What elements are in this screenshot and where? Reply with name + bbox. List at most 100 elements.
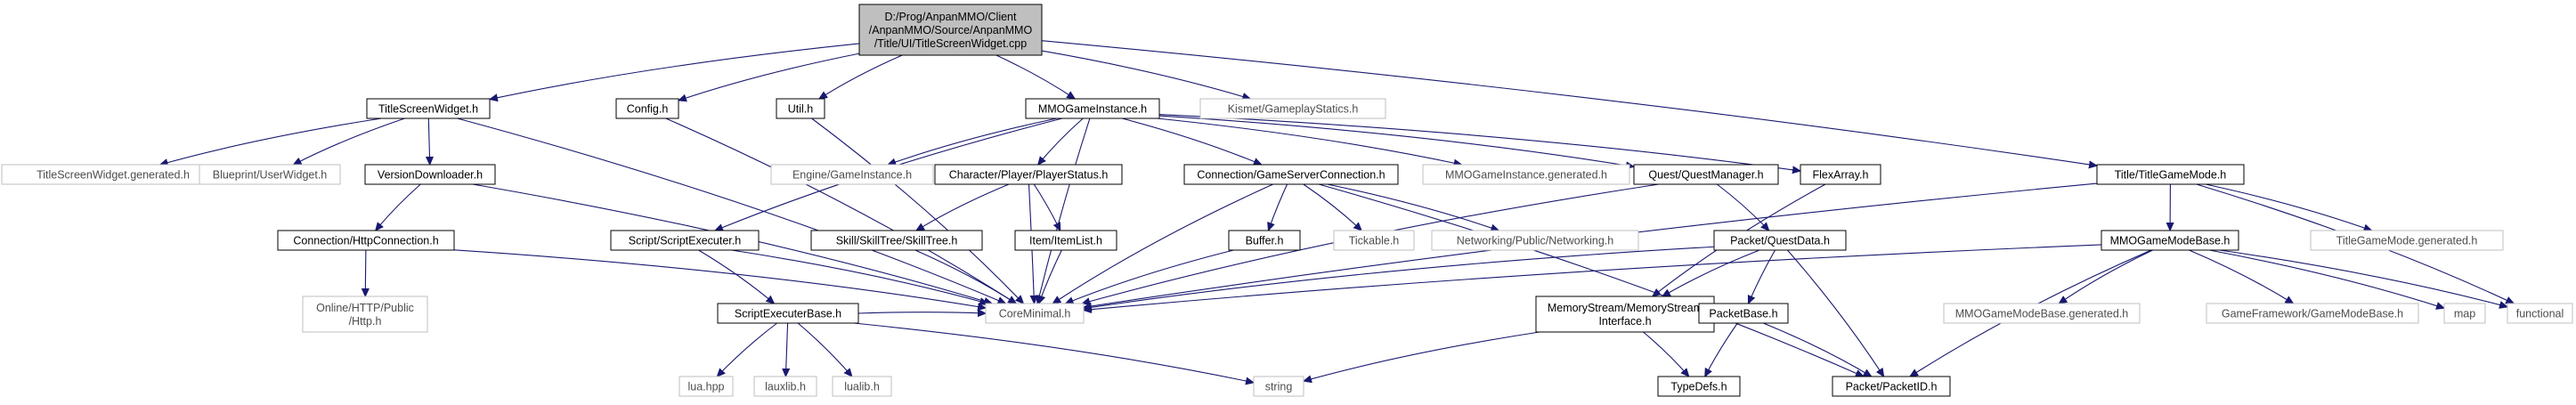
node-label: Title/TitleGameMode.h bbox=[2115, 169, 2227, 182]
node-questdata-h[interactable]: Packet/QuestData.h bbox=[1713, 230, 1847, 251]
node-flexarray-h[interactable]: FlexArray.h bbox=[1800, 164, 1881, 185]
node-box bbox=[2096, 164, 2245, 185]
node-packetid-h[interactable]: Packet/PacketID.h bbox=[1832, 376, 1951, 397]
node-typedefs-h[interactable]: TypeDefs.h bbox=[1657, 376, 1741, 397]
node-util-h[interactable]: Util.h bbox=[776, 98, 825, 119]
edge-scriptexecuterbase_h-to-string bbox=[853, 322, 1254, 383]
node-box bbox=[366, 98, 491, 119]
edge-mmogameinstance_h-to-gameserverconnection_h bbox=[1122, 117, 1262, 165]
edge-line bbox=[1304, 331, 1540, 381]
node-label: map bbox=[2454, 308, 2475, 320]
node-buffer-h[interactable]: Buffer.h bbox=[1228, 230, 1301, 251]
node-root[interactable]: D:/Prog/AnpanMMO/Client/AnpanMMO/Source/… bbox=[858, 4, 1043, 56]
node-label: Kismet/GameplayStatics.h bbox=[1228, 103, 1359, 116]
node-box bbox=[832, 376, 892, 397]
edge-buffer_h-to-coreminimal_h bbox=[1066, 249, 1234, 304]
node-box bbox=[1633, 164, 1779, 185]
node-versiondownloader-h[interactable]: VersionDownloader.h bbox=[364, 164, 496, 185]
edge-mmogamemodebase_h-to-functional bbox=[2219, 249, 2507, 307]
edge-questdata_h-to-memorystream_h bbox=[1662, 249, 1760, 296]
edge-titlegamemode_h-to-tgm_generated bbox=[2205, 183, 2372, 231]
edge-mmogamemodebase_h-to-coreminimal_h bbox=[1084, 244, 2102, 311]
node-box bbox=[717, 303, 859, 324]
edge-scriptexecuter_h-to-coreminimal_h bbox=[731, 249, 988, 304]
node-box bbox=[364, 164, 496, 185]
node-label: Online/HTTP/Public bbox=[316, 302, 414, 314]
node-functional: functional bbox=[2507, 303, 2573, 324]
edge-line bbox=[160, 117, 382, 165]
node-mmogameinstance-h[interactable]: MMOGameInstance.h bbox=[1025, 98, 1160, 119]
node-label: MMOGameInstance.h bbox=[1038, 103, 1147, 116]
edge-questdata_h-to-packetbase_h bbox=[1749, 249, 1776, 304]
edge-line bbox=[2059, 249, 2153, 304]
node-tsw-generated: TitleScreenWidget.generated.h bbox=[1, 164, 225, 185]
node-label: Networking/Public/Networking.h bbox=[1457, 235, 1614, 247]
node-label: Connection/GameServerConnection.h bbox=[1197, 169, 1385, 182]
node-gameserverconnection-h[interactable]: Connection/GameServerConnection.h bbox=[1183, 164, 1399, 185]
node-label: MMOGameModeBase.generated.h bbox=[1955, 308, 2129, 320]
edge-mmogamemodebase_h-to-map bbox=[2209, 249, 2444, 308]
node-box bbox=[2443, 303, 2486, 324]
edge-mmogameinstance_h-to-playerstatus_h bbox=[1038, 117, 1084, 165]
edge-versiondownloader_h-to-httpconnection_h bbox=[376, 183, 421, 231]
edge-root-to-util_h bbox=[819, 54, 903, 99]
node-box bbox=[1657, 376, 1741, 397]
edge-line bbox=[293, 117, 405, 165]
edge-line bbox=[1084, 246, 1715, 308]
edge-itemlist_h-to-coreminimal_h bbox=[1039, 249, 1062, 304]
node-box bbox=[1800, 164, 1881, 185]
edge-mmogamemodebase_h-to-gamemodebase_h bbox=[2189, 249, 2293, 304]
edge-line bbox=[1786, 249, 1883, 377]
node-skilltree-h[interactable]: Skill/SkillTree/SkillTree.h bbox=[810, 230, 983, 251]
edge-mmogameinstance_h-to-flexarray_h bbox=[1158, 114, 1800, 171]
node-label: functional bbox=[2516, 308, 2564, 320]
edge-httpconnection_h-to-http_h bbox=[365, 249, 366, 296]
edge-scriptexecuterbase_h-to-lauxlib_h bbox=[785, 322, 787, 377]
node-box bbox=[934, 164, 1123, 185]
node-box bbox=[770, 164, 934, 185]
node-box bbox=[2101, 230, 2239, 251]
edge-gameserverconnection_h-to-tickable_h bbox=[1303, 183, 1361, 231]
edge-config_h-to-coreminimal_h bbox=[665, 117, 1016, 304]
node-titlescreenwidget-h[interactable]: TitleScreenWidget.h bbox=[366, 98, 491, 119]
edge-line bbox=[457, 117, 1006, 304]
node-questmanager-h[interactable]: Quest/QuestManager.h bbox=[1633, 164, 1779, 185]
edge-titlescreenwidget_h-to-coreminimal_h bbox=[457, 117, 1006, 304]
node-box bbox=[1228, 230, 1301, 251]
node-label: MemoryStream/MemoryStream bbox=[1548, 302, 1702, 314]
edge-root-to-mmogameinstance_h bbox=[995, 54, 1075, 99]
node-box bbox=[1535, 296, 1715, 333]
node-string: string bbox=[1253, 376, 1304, 397]
edge-scriptexecuter_h-to-scriptexecuterbase_h bbox=[698, 249, 775, 304]
node-label: Engine/GameInstance.h bbox=[792, 169, 912, 182]
node-box bbox=[2507, 303, 2573, 324]
node-label: TitleScreenWidget.h bbox=[378, 103, 478, 116]
node-itemlist-h[interactable]: Item/ItemList.h bbox=[1014, 230, 1117, 251]
edge-line bbox=[1158, 114, 1800, 171]
node-httpconnection-h[interactable]: Connection/HttpConnection.h bbox=[277, 230, 455, 251]
node-box bbox=[199, 164, 341, 185]
edge-titlescreenwidget_h-to-tsw_generated bbox=[160, 117, 382, 165]
node-box bbox=[2206, 303, 2419, 324]
node-label: lua.hpp bbox=[687, 381, 724, 393]
edge-playerstatus_h-to-skilltree_h bbox=[916, 183, 1010, 231]
node-label: /Title/UI/TitleScreenWidget.cpp bbox=[874, 37, 1027, 50]
edge-line bbox=[1039, 249, 1062, 304]
node-config-h[interactable]: Config.h bbox=[615, 98, 679, 119]
node-box bbox=[753, 376, 817, 397]
node-scriptexecuter-h[interactable]: Script/ScriptExecuter.h bbox=[610, 230, 760, 251]
node-label: Skill/SkillTree/SkillTree.h bbox=[836, 235, 958, 247]
node-titlegamemode-h[interactable]: Title/TitleGameMode.h bbox=[2096, 164, 2245, 185]
edge-line bbox=[1052, 183, 1273, 304]
node-playerstatus-h[interactable]: Character/Player/PlayerStatus.h bbox=[934, 164, 1123, 185]
edge-line bbox=[1662, 249, 1760, 296]
edge-memorystream_h-to-string bbox=[1304, 331, 1540, 381]
edge-gameserverconnection_h-to-buffer_h bbox=[1268, 183, 1288, 231]
node-label: Packet/PacketID.h bbox=[1846, 381, 1938, 393]
node-mmogamemodebase-h[interactable]: MMOGameModeBase.h bbox=[2101, 230, 2239, 251]
node-scriptexecuterbase-h[interactable]: ScriptExecuterBase.h bbox=[717, 303, 859, 324]
edge-line bbox=[490, 43, 860, 100]
edge-line bbox=[2219, 249, 2507, 307]
node-packetbase-h[interactable]: PacketBase.h bbox=[1698, 303, 1789, 324]
